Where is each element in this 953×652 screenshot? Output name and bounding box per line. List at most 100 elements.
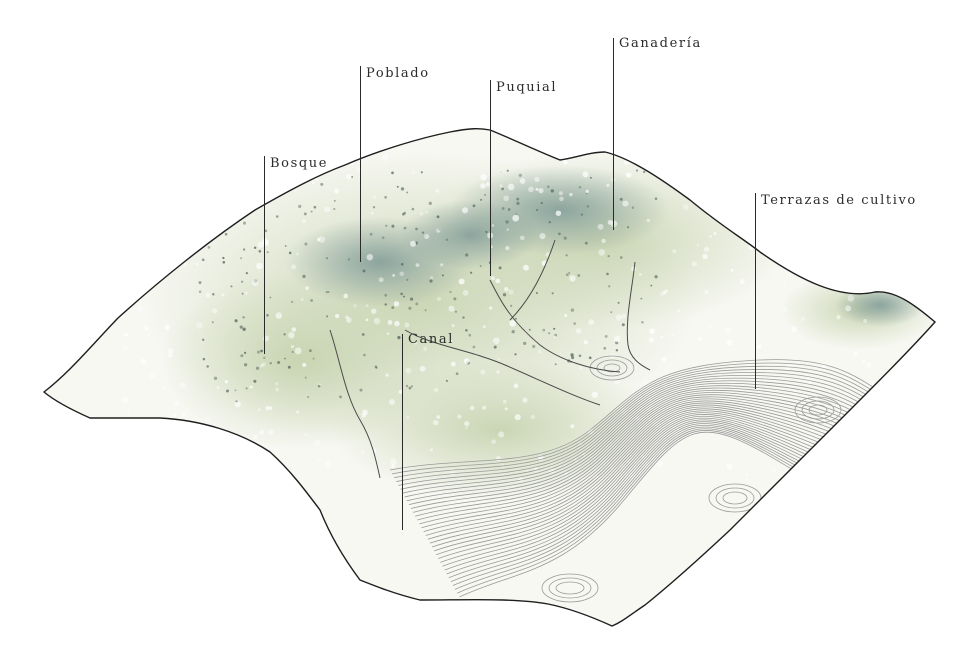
texture-speckle [823,169,826,173]
texture-speckle [621,313,627,319]
texture-speckle [168,167,173,172]
hilltop-contour [708,483,762,513]
texture-speckle [757,344,762,349]
texture-speckle [216,385,220,390]
tree-dot [472,345,476,349]
texture-speckle [217,206,224,213]
tree-dot [528,328,531,331]
tree-dot [506,169,509,172]
texture-speckle [423,346,428,352]
tree-dot [253,279,258,283]
tree-dot [266,313,269,317]
texture-speckle [739,279,745,284]
texture-speckle [469,405,475,411]
texture-speckle [294,347,302,355]
texture-speckle [274,382,279,386]
texture-speckle [317,237,321,242]
tree-dot [621,323,625,327]
texture-speckle [131,210,136,215]
tree-dot [455,372,459,376]
texture-speckle [865,285,872,292]
tree-dot [391,171,394,175]
tree-dot [381,236,385,240]
texture-speckle [822,163,828,170]
texture-speckle [317,458,321,462]
texture-speckle [449,339,453,343]
texture-speckle [387,319,393,325]
texture-speckle [662,290,666,295]
tree-dot [317,384,321,388]
tree-dot [515,213,518,216]
texture-speckle [482,405,487,410]
texture-speckle [620,408,627,415]
texture-speckle [296,252,300,256]
texture-speckle [251,279,259,287]
tree-dot [604,334,608,338]
texture-speckle [495,278,501,284]
texture-speckle [702,253,708,260]
tree-dot [403,226,407,230]
tree-dot [406,278,409,281]
tree-dot [313,205,317,209]
texture-speckle [162,386,165,390]
texture-speckle [491,439,496,445]
texture-speckle [268,429,274,436]
texture-speckle [785,364,792,371]
tree-dot [445,379,448,382]
texture-speckle [821,468,826,474]
texture-speckle [866,362,872,368]
texture-speckle [180,244,187,251]
texture-speckle [853,351,858,357]
tree-dot [202,357,206,361]
tree-dot [242,316,245,319]
texture-speckle [690,191,694,195]
texture-speckle [257,241,265,248]
hilltop-contour [541,573,599,603]
tree-dot [253,379,257,383]
tree-dot [405,384,409,388]
texture-speckle [370,211,374,215]
tree-dot [290,300,294,304]
texture-speckle [451,324,455,328]
tree-dot [532,344,536,349]
texture-speckle [682,204,689,210]
tree-dot [266,251,269,254]
texture-speckle [782,306,788,312]
texture-speckle [876,220,881,225]
texture-speckle [633,365,637,369]
texture-speckle [872,157,879,164]
tree-dot [570,353,574,357]
hilltop-contour [715,487,755,509]
tree-dot [514,317,517,320]
texture-speckle [137,306,144,312]
tree-dot [283,333,286,336]
texture-speckle [458,278,465,285]
texture-speckle [249,385,253,389]
tree-dot [303,212,307,216]
texture-speckle [232,158,238,164]
tree-dot [298,204,302,209]
texture-speckle [597,223,604,230]
hilltop-contour [589,355,635,381]
texture-speckle [275,387,280,392]
texture-speckle [260,363,264,368]
tree-dot [571,356,575,360]
texture-speckle [730,268,734,272]
tree-dot [327,291,330,294]
texture-speckle [847,427,851,431]
hilltop-contour [555,581,585,595]
hilltop-contour [548,577,592,599]
tree-dot [577,274,581,277]
tree-dot [455,310,457,313]
texture-speckle [390,458,397,466]
texture-speckle [800,316,806,322]
texture-speckle [559,196,564,202]
tree-dot [468,333,472,337]
texture-speckle [530,414,536,420]
tree-dot [287,365,291,369]
texture-speckle [201,453,206,459]
texture-speckle [224,202,228,206]
texture-speckle [582,171,589,178]
texture-speckle [436,228,441,233]
tree-dot [505,220,509,224]
